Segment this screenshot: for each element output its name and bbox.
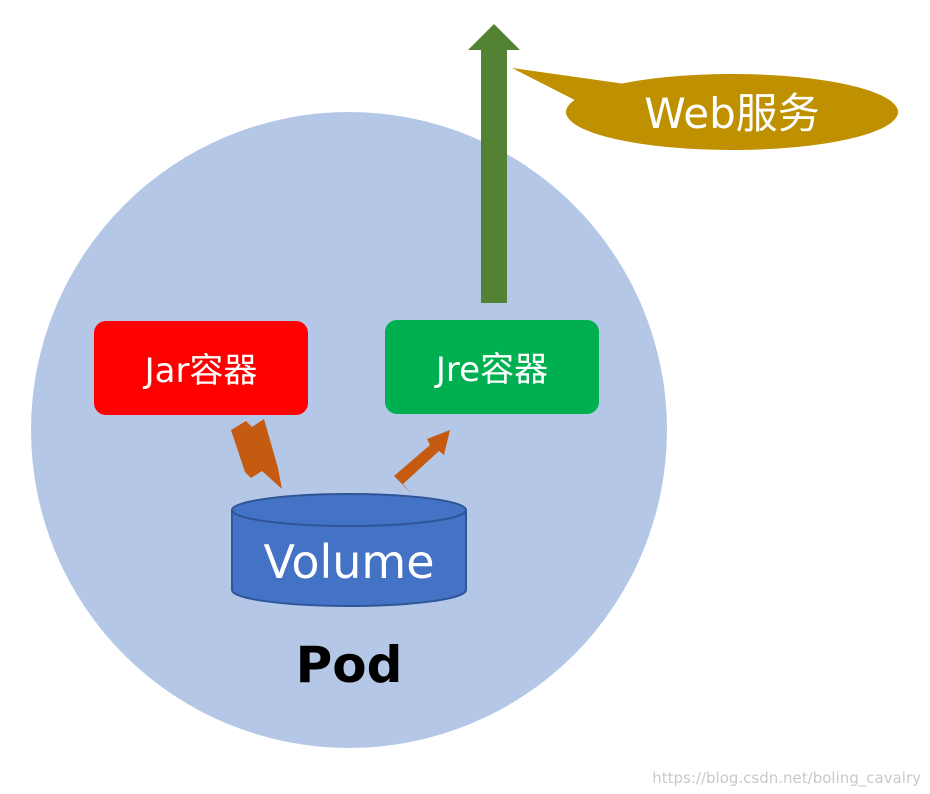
watermark-text: https://blog.csdn.net/boling_cavalry <box>652 769 921 788</box>
jre-container: Jre容器 <box>385 320 599 414</box>
jar-container-label: Jar容器 <box>143 351 258 391</box>
volume-to-jre-arrow <box>394 430 450 494</box>
jar-to-volume-arrow <box>231 419 282 489</box>
jre-container-box <box>385 320 599 414</box>
web-service-callout: Web服务 <box>512 68 898 150</box>
web-service-arrow <box>468 24 520 303</box>
web-service-label: Web服务 <box>644 89 820 138</box>
volume-cylinder: Volume <box>231 493 467 607</box>
volume-top <box>231 493 467 527</box>
pod-circle <box>31 112 667 748</box>
jre-container-label: Jre容器 <box>434 350 548 390</box>
pod-label: Pod <box>296 636 403 694</box>
volume-label: Volume <box>263 535 434 589</box>
jar-container: Jar容器 <box>94 321 308 415</box>
volume-body <box>231 509 467 607</box>
jar-container-box <box>94 321 308 415</box>
callout-bubble <box>566 74 898 150</box>
